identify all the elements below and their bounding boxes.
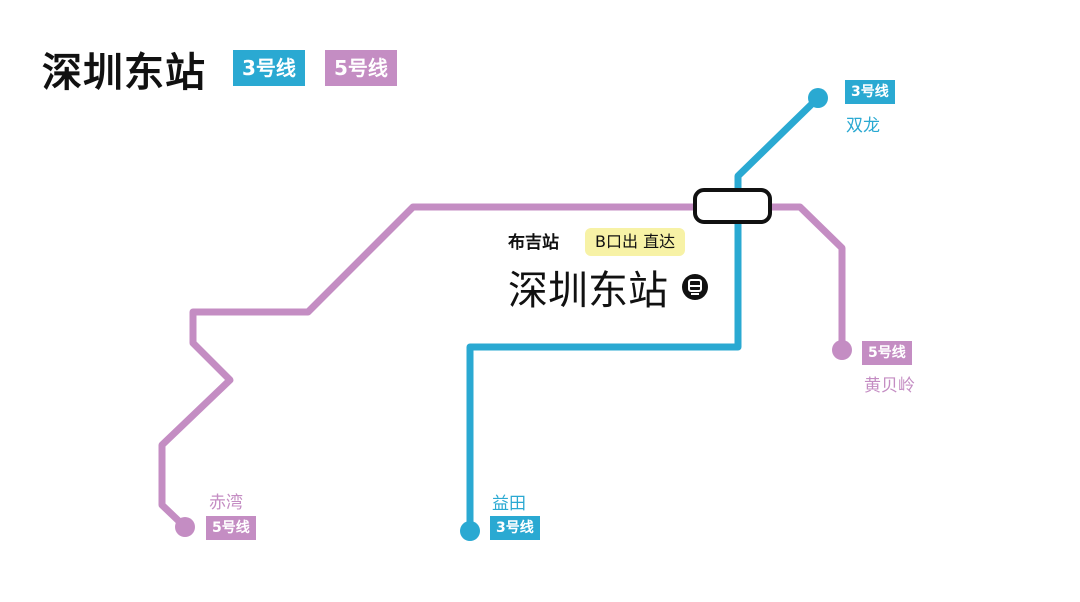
chiwan-station-label[interactable]: 赤湾 xyxy=(209,493,243,513)
yitian-line-tag: 3号线 xyxy=(490,516,540,540)
line-3-route-south xyxy=(466,218,742,534)
huangbeiling-terminal-dot[interactable] xyxy=(832,340,852,360)
metro-icon xyxy=(682,274,708,300)
huangbeiling-station-label[interactable]: 黄贝岭 xyxy=(864,376,915,396)
line-5-route-east xyxy=(766,203,846,354)
page-title: 深圳东站 xyxy=(42,50,206,96)
shuanglong-line-tag: 3号线 xyxy=(845,80,895,104)
bus-stop-label: 布吉站 xyxy=(508,233,559,253)
shuanglong-terminal-dot[interactable] xyxy=(808,88,828,108)
huangbeiling-line-tag: 5号线 xyxy=(862,341,912,365)
chiwan-terminal-dot[interactable] xyxy=(175,517,195,537)
line-3-route-north xyxy=(734,94,822,196)
shuanglong-station-label[interactable]: 双龙 xyxy=(846,116,880,136)
interchange-station-marker[interactable] xyxy=(693,188,772,224)
legend-line-5-badge: 5号线 xyxy=(325,50,397,86)
yitian-station-label[interactable]: 益田 xyxy=(492,494,526,514)
yitian-terminal-dot[interactable] xyxy=(460,521,480,541)
chiwan-line-tag: 5号线 xyxy=(206,516,256,540)
exit-direction-badge: B口出 直达 xyxy=(585,228,686,256)
main-station-name[interactable]: 深圳东站 xyxy=(508,268,668,314)
legend-line-3-badge: 3号线 xyxy=(233,50,305,86)
line-5-route xyxy=(158,203,702,531)
